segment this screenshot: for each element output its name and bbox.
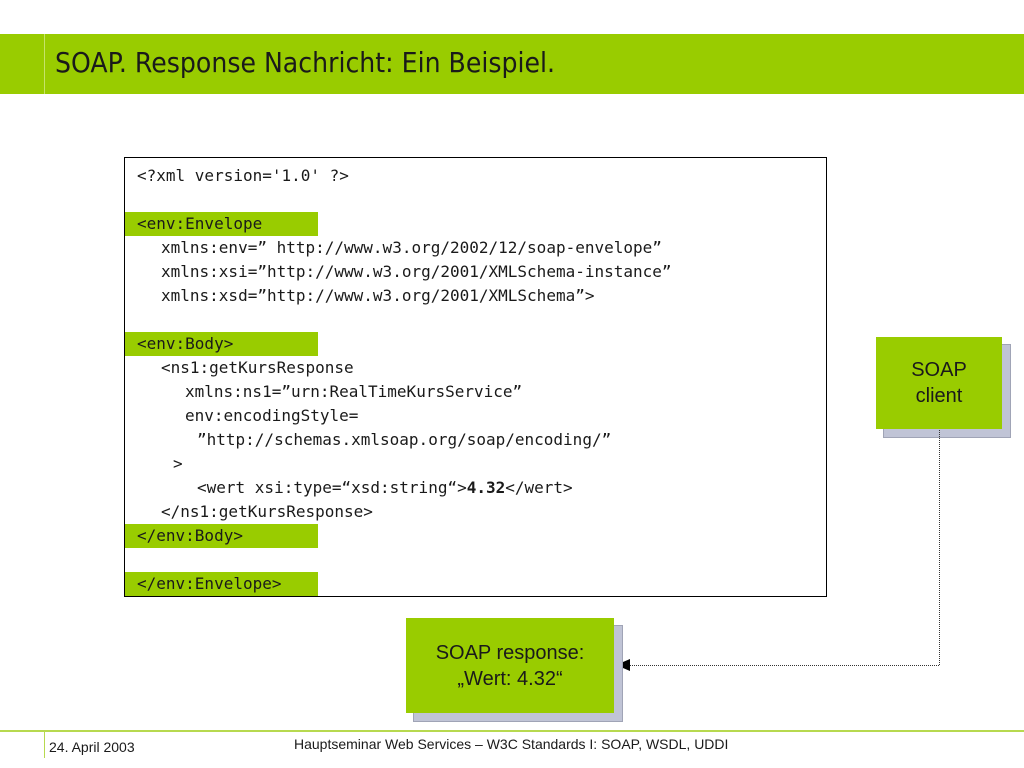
code-line-xmlns-env: xmlns:env=” http://www.w3.org/2002/12/so… [161, 238, 662, 257]
code-line-xmlns-xsi: xmlns:xsi=”http://www.w3.org/2001/XMLSch… [161, 262, 672, 281]
code-line-body-close: </env:Body> [125, 524, 318, 548]
wert-value: 4.32 [466, 478, 506, 497]
response-line-2: „Wert: 4.32“ [457, 668, 563, 690]
code-line-body-open: <env:Body> [125, 332, 318, 356]
title-bar: SOAP. Response Nachricht: Ein Beispiel. [0, 34, 1024, 94]
soap-response-box: SOAP response: „Wert: 4.32“ [406, 618, 614, 713]
code-line-envelope-close: </env:Envelope> [125, 572, 318, 596]
client-line-1: SOAP [911, 359, 967, 381]
footer-date: 24. April 2003 [49, 739, 135, 755]
code-line-envelope-open: <env:Envelope [125, 212, 318, 236]
footer-caption: Hauptseminar Web Services – W3C Standard… [294, 736, 729, 752]
code-line-xml-decl: <?xml version='1.0' ?> [137, 166, 349, 185]
client-line-2: client [915, 385, 963, 407]
code-line-xmlns-xsd: xmlns:xsd=”http://www.w3.org/2001/XMLSch… [161, 286, 595, 305]
code-line-response-close: </ns1:getKursResponse> [161, 502, 373, 521]
footer-line [0, 730, 1024, 732]
wert-close-tag: </wert> [505, 478, 573, 497]
code-line-encoding-url: ”http://schemas.xmlsoap.org/soap/encodin… [197, 430, 612, 449]
footer-tick [44, 730, 45, 758]
code-line-tag-close: > [173, 454, 183, 473]
code-line-encoding-style: env:encodingStyle= [185, 406, 359, 425]
connector-horizontal [630, 665, 939, 666]
code-line-wert: <wert xsi:type=“xsd:string“>4.32</wert> [125, 476, 573, 500]
slide-title: SOAP. Response Nachricht: Ein Beispiel. [55, 46, 555, 79]
code-line-xmlns-ns1: xmlns:ns1=”urn:RealTimeKursService” [185, 382, 523, 401]
wert-open-tag: <wert xsi:type=“xsd:string“> [197, 478, 467, 497]
title-divider [44, 34, 45, 94]
connector-vertical [939, 430, 940, 665]
code-line-response-open: <ns1:getKursResponse [161, 358, 354, 377]
response-line-1: SOAP response: [435, 642, 585, 664]
code-box: <?xml version='1.0' ?> <env:Envelope xml… [124, 157, 827, 597]
soap-client-box: SOAP client [876, 337, 1002, 429]
